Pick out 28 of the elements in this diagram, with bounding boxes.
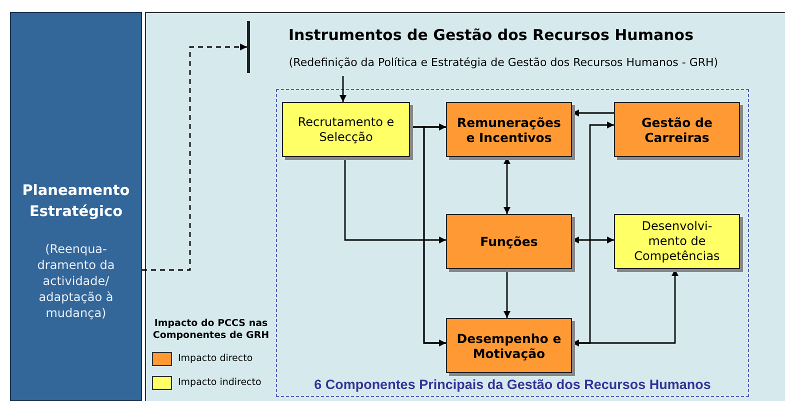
component-box: Desenvolvi- mento de Competências (614, 214, 740, 269)
panel-heading: Planeamento Estratégico (21, 182, 131, 222)
panel-title: Instrumentos de Gestão dos Recursos Humanos (287, 26, 695, 44)
component-box: Recrutamento e Selecção (282, 102, 410, 157)
arrow (504, 157, 510, 214)
component-box: Gestão de Carreiras (614, 102, 740, 157)
side-panel (10, 12, 142, 401)
instruments-panel (145, 12, 785, 401)
arrow (504, 269, 510, 318)
legend-label: Impacto indirecto (178, 377, 262, 388)
panel-description: (Reenqua- dramento da actividade/ adaptação à mudança) (36, 241, 116, 321)
component-box: Funções (446, 214, 572, 269)
legend-label: Impacto directo (178, 353, 253, 364)
arrow (344, 157, 446, 244)
components-frame (276, 89, 749, 397)
arrow (572, 236, 614, 244)
arrow (423, 124, 446, 344)
arrow (410, 126, 446, 346)
component-box: Desempenho e Motivação (446, 318, 572, 373)
component-box: Remunerações e Incentivos (446, 102, 572, 157)
dashed-arrow (142, 44, 247, 271)
panel-subtitle: (Redefinição da Política e Estratégia de Gestão dos Recursos Humanos - GRH) (288, 56, 720, 69)
vertical-bar (247, 21, 250, 73)
arrow (572, 110, 614, 116)
arrow (340, 76, 346, 102)
legend-title: Impacto do PCCS nas Componentes de GRH (152, 318, 270, 342)
frame-caption: 6 Componentes Principais da Gestão dos Recursos Humanos (313, 377, 712, 392)
arrow (572, 269, 678, 346)
